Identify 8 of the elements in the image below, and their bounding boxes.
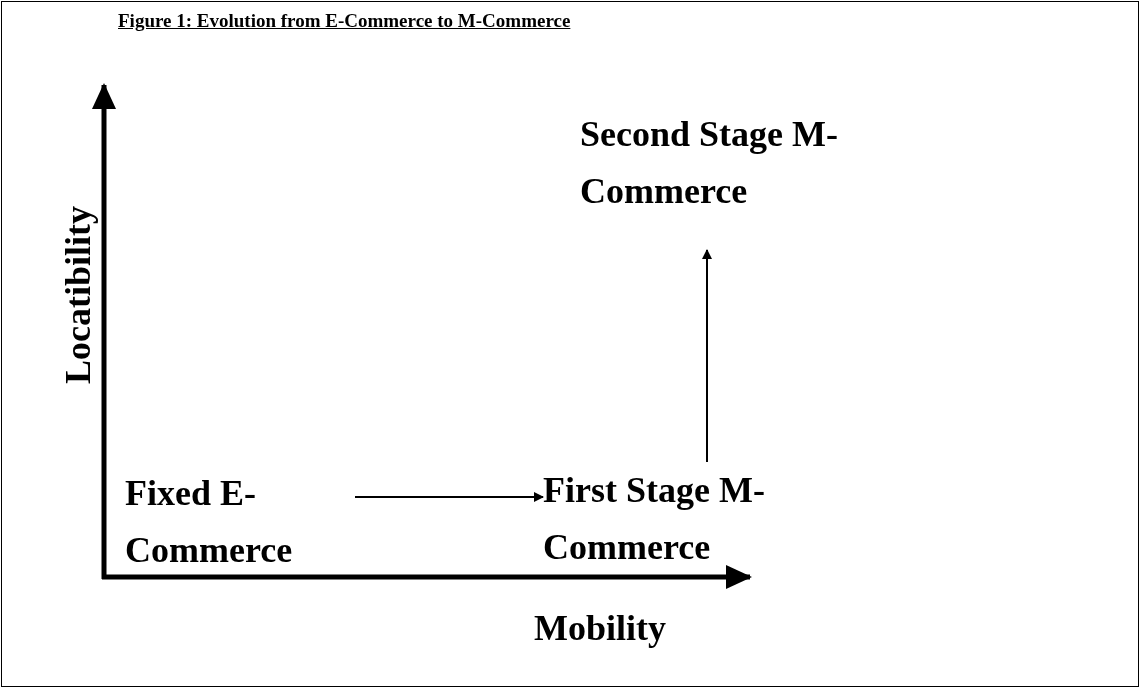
stage-label: Second Stage M-Commerce — [580, 106, 860, 220]
figure-title: Figure 1: Evolution from E-Commerce to M-Commerce — [118, 10, 571, 32]
arrow — [702, 249, 712, 463]
stage-label: First Stage M-Commerce — [543, 462, 823, 576]
arrow — [354, 492, 544, 502]
axis-label: Mobility — [534, 607, 666, 649]
axis-label: Locatibility — [57, 206, 99, 384]
stage-label: Fixed E-Commerce — [125, 465, 355, 579]
